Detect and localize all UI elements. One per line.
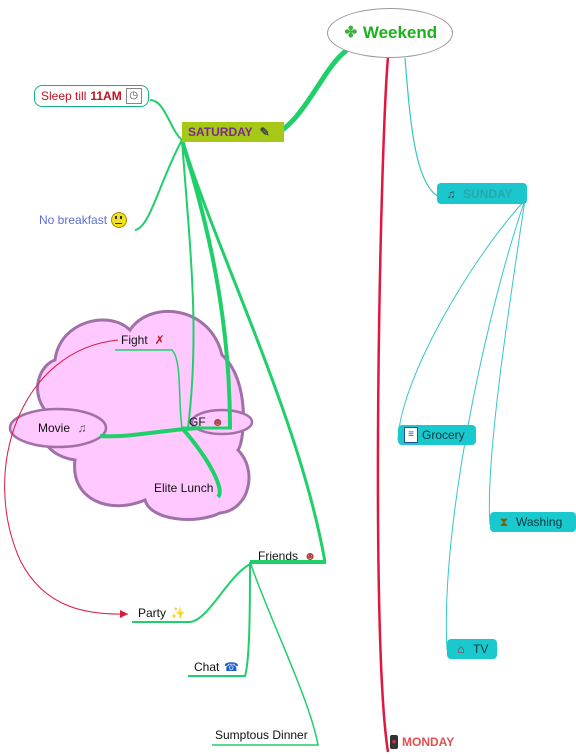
- party-label: Party: [138, 606, 167, 620]
- branch-sunday-grocery: [397, 199, 526, 441]
- branch-root-monday: [376, 56, 390, 753]
- fight-icon: ✗: [154, 333, 165, 347]
- branch-friends-chat: [188, 561, 251, 677]
- music-note-icon: ♫: [77, 421, 87, 435]
- traffic-light-icon: ●: [390, 735, 398, 749]
- clock-icon: ◷: [125, 88, 142, 104]
- branch-saturday-sleep: [149, 99, 183, 141]
- nobreakfast-label: No breakfast: [39, 213, 108, 227]
- branch-sunday-tv: [445, 199, 526, 651]
- pencil-icon: ✎: [259, 125, 270, 139]
- relationship-arrowhead: [120, 610, 128, 618]
- node-sumptous-dinner[interactable]: Sumptous Dinner: [215, 728, 308, 742]
- fight-label: Fight: [121, 333, 148, 347]
- node-friends[interactable]: Friends ☻: [258, 548, 318, 564]
- sleep-label: Sleep till: [41, 89, 87, 103]
- branch-saturday-gf-2: [181, 139, 195, 429]
- node-monday[interactable]: ● MONDAY: [390, 735, 454, 749]
- grocery-label: Grocery: [422, 428, 465, 442]
- branch-saturday-friends: [180, 139, 327, 563]
- node-grocery[interactable]: ≡ Grocery: [398, 425, 476, 445]
- monday-label: MONDAY: [402, 735, 455, 749]
- chat-label: Chat: [194, 660, 220, 674]
- smiley-icon: [111, 212, 128, 228]
- node-sleep[interactable]: Sleep till 11AM ◷: [34, 85, 149, 107]
- movie-label: Movie: [38, 421, 71, 435]
- people-icon: ☻: [303, 549, 317, 563]
- branch-gf-elitelunch: [180, 426, 222, 499]
- dinner-label: Sumptous Dinner: [215, 728, 308, 742]
- root-label: Weekend: [362, 23, 438, 42]
- node-tv[interactable]: ⌂ TV: [447, 639, 497, 659]
- node-elite-lunch[interactable]: Elite Lunch: [154, 481, 213, 495]
- magic-wand-icon: ✨: [170, 606, 186, 620]
- node-gf[interactable]: GF ☻: [189, 414, 226, 430]
- node-chat[interactable]: Chat ☎: [194, 659, 239, 675]
- node-sunday[interactable]: ♫ SUNDAY: [437, 183, 527, 204]
- friends-label: Friends: [258, 549, 299, 563]
- sleep-time: 11AM: [90, 89, 122, 103]
- girl-icon: ☻: [211, 415, 224, 429]
- branch-friends-dinner: [212, 561, 319, 746]
- node-washing[interactable]: ⧗ Washing: [490, 512, 576, 532]
- branch-root-sunday: [404, 57, 443, 199]
- house-icon: ⌂: [457, 642, 465, 656]
- hourglass-icon: ⧗: [499, 515, 509, 529]
- clover-icon: ✤: [344, 24, 358, 41]
- node-movie[interactable]: Movie ♫: [38, 420, 90, 436]
- gf-label: GF: [189, 415, 206, 429]
- relationship-fight-party: [4, 339, 129, 615]
- tv-label: TV: [473, 642, 489, 656]
- branch-gf-fight: [115, 349, 183, 429]
- saturday-label: SATURDAY: [188, 125, 253, 139]
- phone-icon: ☎: [223, 660, 239, 674]
- sunday-label: SUNDAY: [463, 186, 513, 201]
- list-icon: ≡: [404, 427, 418, 443]
- branch-friends-party: [132, 561, 256, 623]
- node-saturday[interactable]: SATURDAY ✎: [182, 122, 284, 142]
- node-fight[interactable]: Fight ✗: [121, 332, 168, 348]
- branch-sunday-washing: [488, 199, 526, 526]
- node-party[interactable]: Party ✨: [138, 605, 186, 621]
- music-note-icon: ♫: [446, 186, 456, 201]
- root-node-weekend[interactable]: ✤ Weekend: [327, 8, 453, 58]
- washing-label: Washing: [516, 515, 563, 529]
- node-no-breakfast[interactable]: No breakfast: [39, 212, 128, 228]
- elitelunch-label: Elite Lunch: [154, 481, 214, 495]
- movie-boundary: [8, 407, 108, 449]
- branch-saturday-nobreakfast: [134, 139, 183, 231]
